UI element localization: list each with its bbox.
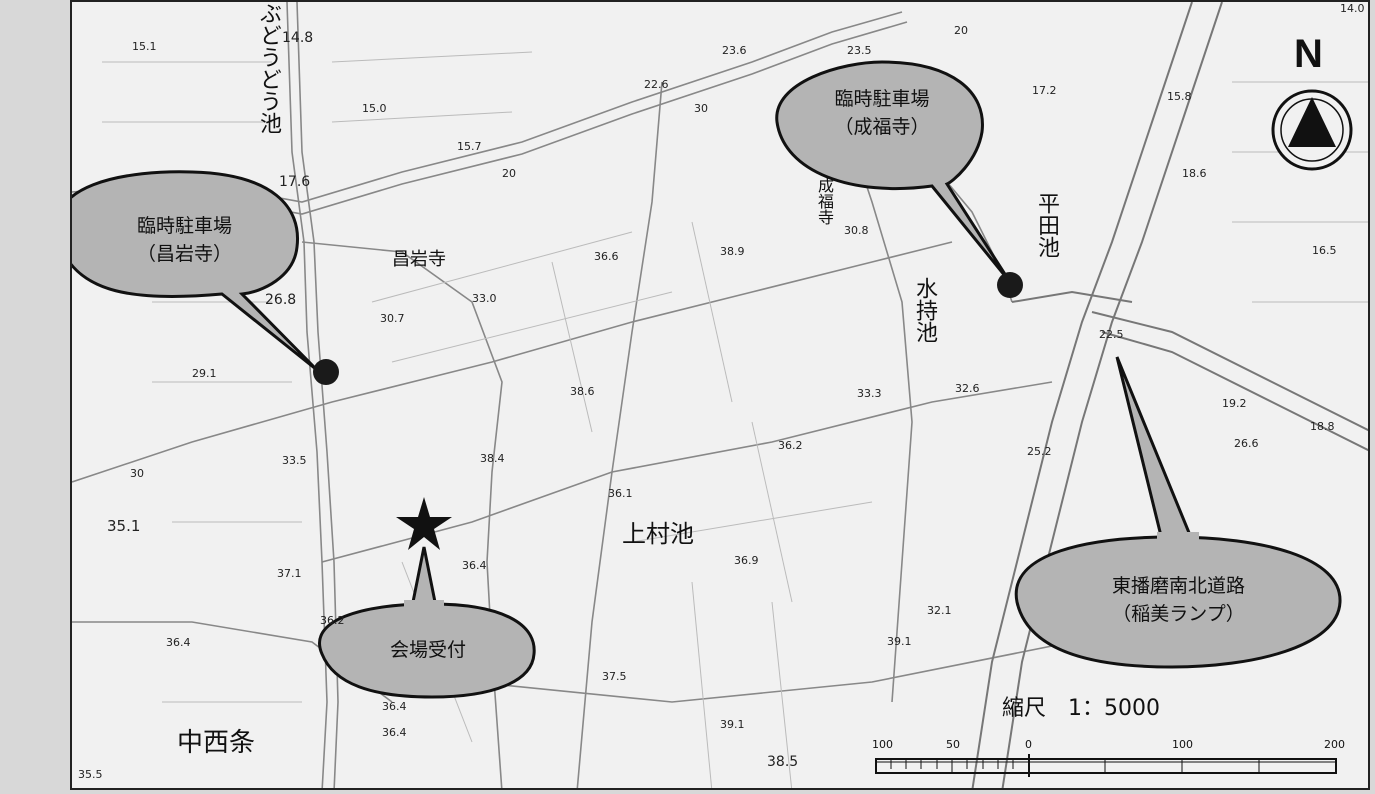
elevation-label: 18.6	[1182, 167, 1207, 180]
elevation-label: 15.8	[1167, 90, 1192, 103]
scale-tick-200: 200	[1324, 738, 1345, 751]
elevation-label: 22.6	[644, 78, 669, 91]
pond-label-kamimura: 上村池	[622, 520, 694, 548]
callout-shoganji-text: 臨時駐車場 （昌岩寺）	[72, 212, 297, 268]
callout-ramp-shape	[1014, 535, 1342, 669]
callout-ramp-line2: （稲美ランプ）	[1112, 603, 1245, 625]
map-frame: ぶどうどう池 平田池 水持池 上村池 昌岩寺 成福寺 中西条 臨時駐車場 （昌岩…	[70, 0, 1370, 790]
callout-ramp-text: 東播磨南北道路 （稲美ランプ）	[1017, 572, 1340, 628]
elevation-label: 32.1	[927, 604, 952, 617]
scale-tick-0: 0	[1025, 738, 1032, 751]
callout-jofukuji-line2: （成福寺）	[834, 116, 930, 138]
callout-reception-line1: 会場受付	[389, 639, 466, 661]
compass-rose	[1271, 89, 1353, 171]
elevation-label: 38.6	[570, 385, 595, 398]
elevation-label: 36.4	[382, 700, 407, 713]
road-network	[72, 2, 1368, 788]
callout-reception-text: 会場受付	[322, 636, 534, 664]
callout-jofukuji-line1: 臨時駐車場	[834, 88, 930, 110]
place-label-jofukuji: 成福寺	[815, 177, 834, 225]
scale-title: 縮尺 1：5000	[1002, 696, 1160, 721]
elevation-label: 26.6	[1234, 437, 1259, 450]
callout-reception-shape	[318, 602, 536, 699]
place-label-nakanishijo: 中西条	[177, 728, 256, 758]
scale-tick-100-left: 100	[872, 738, 893, 751]
callout-jofukuji-text: 臨時駐車場 （成福寺）	[782, 85, 982, 141]
callout-jofukuji-shape	[775, 60, 1012, 283]
elevation-label: 14.8	[282, 30, 314, 46]
elevation-label: 15.7	[457, 140, 482, 153]
pond-label-budou: ぶどうどう池	[256, 2, 281, 134]
elevation-label: 25.2	[1027, 445, 1052, 458]
elevation-label: 26.8	[265, 292, 297, 308]
elevation-label: 36.2	[778, 439, 803, 452]
elevation-label: 30	[694, 102, 708, 115]
place-label-shoganji: 昌岩寺	[392, 249, 446, 270]
elevation-label: 37.5	[602, 670, 627, 683]
elevation-label: 36.4	[462, 559, 487, 572]
elevation-label: 30.7	[380, 312, 405, 325]
callout-shoganji-line2: （昌岩寺）	[136, 243, 232, 265]
elevation-label: 15.0	[362, 102, 387, 115]
reception-star-marker	[396, 497, 452, 550]
elevation-label: 18.8	[1310, 420, 1335, 433]
elevation-label: 20	[502, 167, 516, 180]
callout-shoganji-line1: 臨時駐車場	[136, 215, 232, 237]
scale-bar	[875, 754, 1337, 777]
elevation-label: 17.6	[279, 174, 311, 190]
elevation-label: 19.2	[1222, 397, 1247, 410]
callout-shoganji-shape	[72, 170, 319, 372]
elevation-label: 14.0	[1340, 2, 1365, 15]
elevation-label: 30.8	[844, 224, 869, 237]
pond-label-mizumochi: 水持池	[912, 277, 937, 343]
elevation-label: 17.2	[1032, 84, 1057, 97]
elevation-label: 22.5	[1099, 328, 1124, 341]
elevation-label: 29.1	[192, 367, 217, 380]
elevation-label: 36.4	[166, 636, 191, 649]
elevation-label: 36.4	[382, 726, 407, 739]
elevation-label: 39.1	[720, 718, 745, 731]
elevation-label: 33.0	[472, 292, 497, 305]
elevation-label: 30	[130, 467, 144, 480]
elevation-label: 23.6	[722, 44, 747, 57]
pond-label-hirata: 平田池	[1034, 192, 1059, 258]
elevation-label: 39.1	[887, 635, 912, 648]
parking-marker-shoganji	[313, 359, 339, 385]
elevation-label: 35.1	[107, 517, 141, 535]
compass-north-label: N	[1294, 32, 1323, 76]
elevation-label: 36.9	[734, 554, 759, 567]
elevation-label: 16.5	[1312, 244, 1337, 257]
elevation-label: 33.5	[282, 454, 307, 467]
elevation-label: 32.6	[955, 382, 980, 395]
elevation-label: 36.2	[320, 614, 345, 627]
elevation-label: 37.1	[277, 567, 302, 580]
scale-tick-100: 100	[1172, 738, 1193, 751]
elevation-label: 36.6	[594, 250, 619, 263]
elevation-label: 15.1	[132, 40, 157, 53]
elevation-label: 38.5	[767, 754, 799, 770]
scale-tick-50: 50	[946, 738, 960, 751]
elevation-label: 38.4	[480, 452, 505, 465]
callout-ramp-line1: 東播磨南北道路	[1111, 575, 1245, 597]
elevation-label: 38.9	[720, 245, 745, 258]
elevation-label: 23.5	[847, 44, 872, 57]
elevation-label: 20	[954, 24, 968, 37]
elevation-label: 35.5	[78, 768, 103, 781]
elevation-label: 36.1	[608, 487, 633, 500]
parking-marker-jofukuji	[997, 272, 1023, 298]
elevation-label: 33.3	[857, 387, 882, 400]
